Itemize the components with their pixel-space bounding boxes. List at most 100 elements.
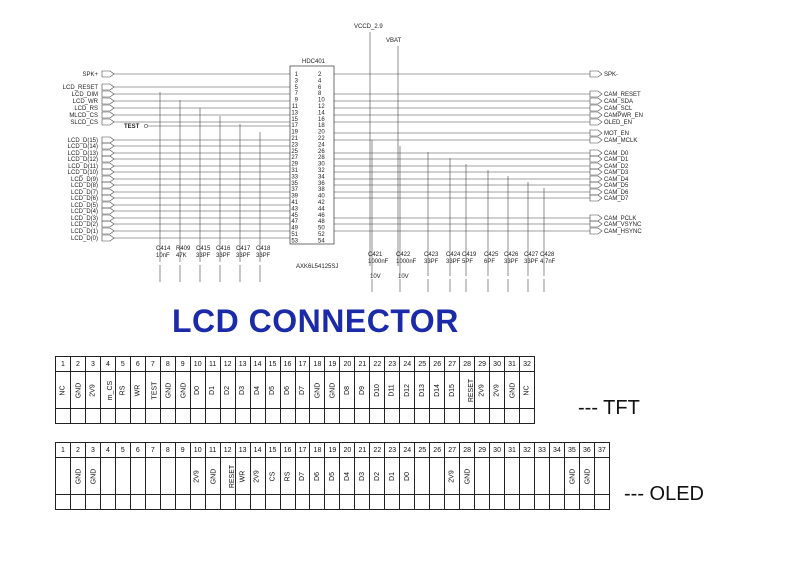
- pin-blank-cell: [354, 408, 371, 424]
- net-port-tag: [589, 129, 603, 137]
- right-net-label: CAM_D5: [604, 183, 629, 189]
- pin-signal-cell: D1: [384, 457, 401, 495]
- connector-pin-number: 11: [292, 104, 299, 110]
- connector-pin-number: 24: [318, 142, 325, 148]
- net-port-tag: [101, 162, 115, 170]
- net-port-tag: [101, 234, 115, 242]
- left-net-label: LCD_DIM: [72, 92, 98, 98]
- component-rating: 10V: [398, 274, 409, 280]
- pin-signal-label: D15: [448, 383, 456, 397]
- pin-signal-cell: [519, 457, 535, 495]
- connector-pin-number: 27: [291, 155, 298, 161]
- pin-blank-cell: [114, 494, 131, 510]
- pin-signal-label: D7: [298, 385, 306, 395]
- component-ref: C416: [216, 246, 231, 252]
- pin-number-cell: 37: [593, 442, 611, 458]
- component-value: 33PF: [196, 253, 211, 259]
- pin-blank-cell: [504, 408, 521, 424]
- connector-pin-number: 42: [318, 200, 325, 206]
- pin-blank-cell: [219, 494, 236, 510]
- component-ref: C426: [504, 252, 519, 258]
- pin-number-cell: 9: [174, 356, 191, 372]
- pin-signal-label: D0: [194, 385, 202, 395]
- connector-pin-number: 28: [318, 155, 325, 161]
- component-value: 1000nF: [396, 259, 417, 265]
- left-net-label: LCD_D(5): [71, 203, 98, 209]
- pin-signal-label: RESET: [468, 378, 475, 402]
- pin-blank-cell: [339, 408, 356, 424]
- pin-signal-cell: D6: [279, 371, 296, 409]
- tft-label: --- TFT: [578, 397, 640, 419]
- test-point: [144, 124, 148, 128]
- pin-blank-cell: [354, 494, 371, 510]
- pin-blank-cell: [279, 494, 296, 510]
- component-ref: R409: [176, 246, 191, 252]
- pin-blank-cell: [369, 408, 386, 424]
- pin-blank-cell: [444, 408, 461, 424]
- pin-blank-cell: [384, 408, 401, 424]
- right-net-label: MOT_EN: [604, 131, 629, 137]
- pin-number-cell: 3: [84, 442, 101, 458]
- rail-vccd: VCCD_2.9: [354, 24, 383, 30]
- pin-signal-label: D5: [269, 385, 277, 395]
- pin-number-cell: 3: [84, 356, 101, 372]
- connector-pin-number: 52: [318, 232, 325, 238]
- pin-signal-cell: GND: [563, 457, 580, 495]
- pin-blank-cell: [55, 408, 71, 424]
- pin-number-cell: 13: [234, 442, 251, 458]
- net-port-tag: [589, 136, 603, 144]
- pin-blank-cell: [519, 494, 535, 510]
- net-port-tag: [589, 162, 603, 170]
- pin-signal-cell: [414, 457, 431, 495]
- pin-signal-label: D14: [433, 383, 441, 397]
- pin-signal-label: D2: [224, 385, 232, 395]
- connector-ref: HDC401: [302, 59, 326, 65]
- net-port-tag: [589, 220, 603, 228]
- component-ref: C415: [196, 246, 211, 252]
- pin-number-cell: 16: [279, 356, 296, 372]
- right-net-label: CAM_D6: [604, 190, 629, 196]
- component-value: 33PF: [236, 253, 251, 259]
- net-port-tag: [101, 207, 115, 215]
- component-ref: C428: [540, 252, 555, 258]
- pin-number-cell: 10: [189, 442, 206, 458]
- pin-signal-label: 2V9: [254, 469, 262, 483]
- pin-number-cell: 11: [204, 356, 221, 372]
- pin-number-cell: 10: [189, 356, 206, 372]
- pin-number-cell: 4: [99, 356, 116, 372]
- pin-blank-cell: [279, 408, 296, 424]
- pin-signal-cell: D0: [399, 457, 416, 495]
- pin-blank-cell: [129, 408, 146, 424]
- pin-signal-label: D4: [254, 385, 262, 395]
- component-value: 33PF: [256, 253, 271, 259]
- pin-blank-cell: [99, 494, 116, 510]
- component-value: 33PF: [216, 253, 231, 259]
- net-port-tag: [101, 181, 115, 189]
- net-port-tag: [589, 104, 603, 112]
- pin-signal-cell: GND: [69, 457, 86, 495]
- pin-signal-cell: D8: [339, 371, 356, 409]
- connector-pin-number: 30: [318, 162, 325, 168]
- pin-signal-label: GND: [209, 468, 217, 484]
- pin-signal-cell: m_CS: [99, 371, 116, 409]
- pin-number-cell: 22: [369, 442, 386, 458]
- left-net-label: LCD_D(11): [68, 164, 98, 170]
- pin-number-cell: 26: [429, 356, 446, 372]
- pin-number-cell: 31: [504, 356, 521, 372]
- connector-pin-number: 32: [318, 168, 325, 174]
- net-port-tag: [101, 70, 115, 78]
- pin-number-cell: 5: [114, 442, 131, 458]
- connector-pin-number: 22: [318, 136, 325, 142]
- right-net-label: CAM_D7: [604, 196, 629, 202]
- pin-signal-cell: [593, 457, 611, 495]
- right-net-label: CAM_VSYNC: [604, 222, 642, 228]
- left-net-label: SPK+: [82, 72, 98, 78]
- pin-signal-label: GND: [314, 382, 322, 398]
- right-net-label: CAM_PCLK: [604, 216, 636, 222]
- connector-pin-number: 5: [295, 85, 299, 91]
- pin-blank-cell: [489, 494, 506, 510]
- pin-signal-cell: [534, 457, 550, 495]
- pin-blank-cell: [444, 494, 461, 510]
- pin-blank-cell: [489, 408, 506, 424]
- pin-number-cell: 2: [69, 442, 86, 458]
